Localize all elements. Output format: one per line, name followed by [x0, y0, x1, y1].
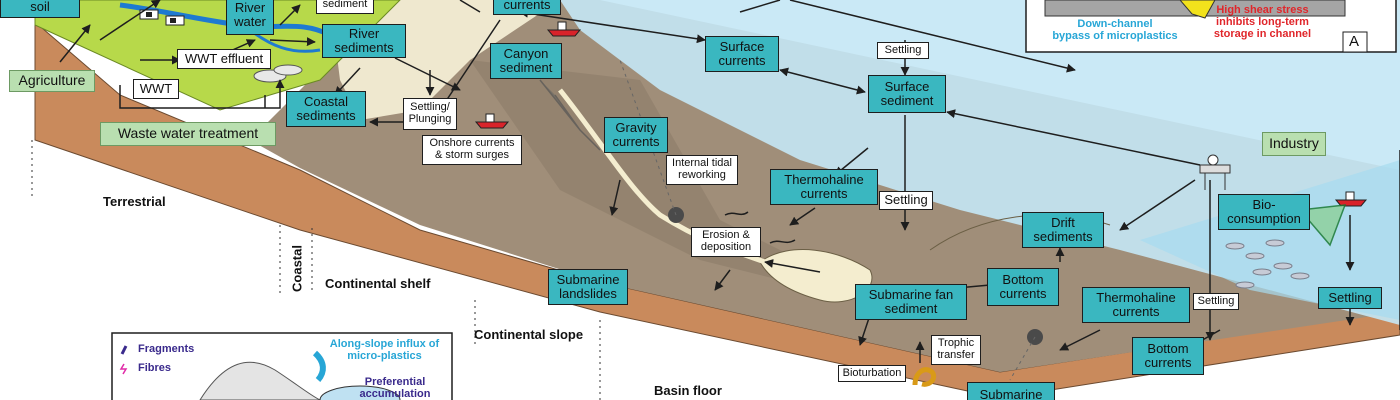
soil-box: soil	[0, 0, 80, 18]
bioturbation-box: Bioturbation	[838, 365, 906, 382]
zone-label-terrestrial: Terrestrial	[103, 194, 166, 209]
inset-a-letter-frame	[1342, 31, 1368, 53]
sediment-top-box: sediment	[316, 0, 374, 14]
oil-rig-icon	[1199, 154, 1231, 190]
waste-water-treatment-box: Waste water treatment	[100, 122, 276, 146]
zone-label-continental-shelf: Continental shelf	[325, 276, 431, 291]
inset-b-along-slope-text: Along-slope influx of micro-plastics	[329, 338, 440, 363]
fibre-symbol	[119, 363, 128, 375]
trophic-transfer-box: Trophic transfer	[931, 335, 981, 365]
coastal-sediments-box: Coastal sediments	[286, 91, 366, 127]
fish-school-icon	[1225, 239, 1310, 289]
inset-b-blue-arrow	[312, 350, 326, 382]
inset-a-yellow-arrow	[1179, 0, 1216, 19]
bio-consumption-box: Bio- consumption	[1218, 194, 1310, 230]
onshore-currents-box: Onshore currents & storm surges	[422, 135, 522, 165]
submarine-bottom-box: Submarine	[967, 382, 1055, 400]
flow-arrows	[59, 0, 1355, 363]
surface-currents-box: Surface currents	[705, 36, 779, 72]
cow-icon-2	[165, 15, 185, 26]
drift-sediments-box: Drift sediments	[1022, 212, 1104, 248]
bottom-currents-box-1: Bottom currents	[987, 268, 1059, 306]
inset-a-down-channel-text: Down-channel bypass of microplastics	[1052, 18, 1178, 43]
settling-plunging-box: Settling/ Plunging	[403, 98, 457, 130]
inset-b-fibres-label: Fibres	[138, 362, 172, 374]
crust-brown-band	[34, 20, 1400, 399]
currents-top-box: currents	[493, 0, 561, 15]
crust-front-face	[30, 25, 1400, 400]
inset-a-high-shear-text: High shear stress inhibits long-term sto…	[1213, 4, 1312, 41]
internal-tidal-box: Internal tidal reworking	[666, 155, 738, 185]
river-sediments-box: River sediments	[322, 24, 406, 58]
zone-label-basin-floor: Basin floor	[654, 383, 722, 398]
gravity-currents-box: Gravity currents	[604, 117, 668, 153]
erosion-deposition-box: Erosion & deposition	[691, 227, 761, 257]
inset-a-panel-letter: A	[1349, 33, 1360, 50]
worm-icon	[912, 367, 937, 387]
zone-label-coastal: Coastal	[289, 245, 305, 292]
submarine-landslides-box: Submarine landslides	[548, 269, 628, 305]
continental-slope-shading	[470, 60, 860, 300]
surface-sediment-box: Surface sediment	[868, 75, 946, 113]
settling-box-teal: Settling	[1318, 287, 1382, 309]
settling-box-1: Settling	[877, 42, 929, 59]
settling-box-3: Settling	[1193, 293, 1239, 310]
inset-b-mound	[199, 361, 321, 400]
settling-box-2: Settling	[879, 191, 933, 210]
fragment-symbol	[120, 345, 128, 355]
inset-b-bubble	[319, 385, 401, 400]
boat-icon-2	[474, 113, 510, 129]
thermohaline-currents-box-1: Thermohaline currents	[770, 169, 878, 205]
bottom-currents-box-2: Bottom currents	[1132, 337, 1204, 375]
agriculture-box: Agriculture	[9, 70, 95, 92]
river-water-box: River water	[226, 0, 274, 35]
canyon-sediment-box: Canyon sediment	[490, 43, 562, 79]
dotted-guide-2	[1009, 336, 1036, 381]
industry-box: Industry	[1262, 132, 1326, 156]
zone-label-continental-slope: Continental slope	[474, 327, 584, 342]
cow-icon-1	[139, 9, 159, 20]
wwt-box: WWT	[133, 79, 179, 99]
fishing-net	[1298, 204, 1347, 247]
inset-b-fragments-label: Fragments	[138, 343, 195, 355]
wwt-effluent-box: WWT effluent	[177, 49, 271, 69]
canyon-walls	[539, 79, 601, 151]
wwt-tank-2	[273, 64, 303, 76]
thermohaline-currents-box-2: Thermohaline currents	[1082, 287, 1190, 323]
inset-b-preferential-text: Preferential accumulation	[359, 376, 431, 400]
submarine-fan-sediment-box: Submarine fan sediment	[855, 284, 967, 320]
